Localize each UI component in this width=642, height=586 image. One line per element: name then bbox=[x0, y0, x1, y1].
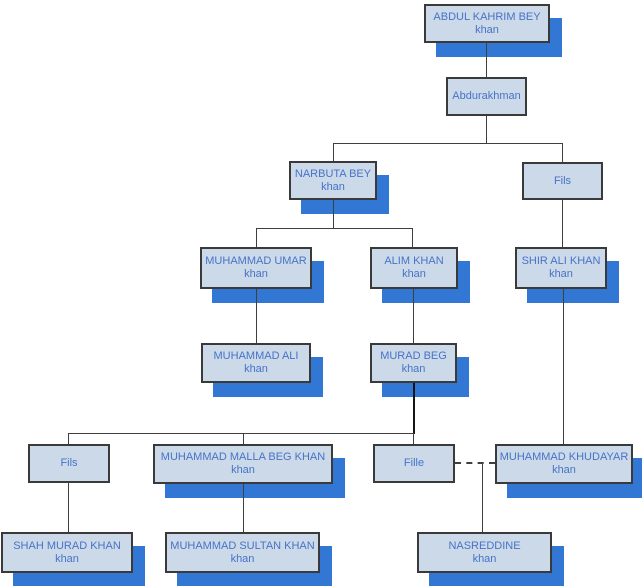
node-label: Abdurakhman bbox=[452, 90, 521, 102]
node-sublabel: khan bbox=[549, 268, 573, 280]
connector-murad-beg-stem bbox=[413, 383, 415, 434]
node-label: Fils bbox=[553, 174, 572, 187]
connector-abdul-to-abdurakhman bbox=[486, 43, 487, 77]
connector-malla-beg-to-sultan bbox=[243, 484, 244, 532]
connector-fils1-drop bbox=[562, 143, 563, 162]
node-sublabel: khan bbox=[472, 552, 497, 565]
node-label: NARBUTA BEY bbox=[294, 167, 372, 180]
node-label: SHAH MURAD KHAN bbox=[13, 539, 121, 552]
node-sublabel: khan bbox=[244, 268, 268, 280]
node-fils-1: Fils bbox=[522, 162, 603, 200]
node-fils-2: Fils bbox=[28, 444, 110, 483]
node-abdurakhman: Abdurakhman bbox=[446, 77, 527, 116]
connector-malla-beg-drop bbox=[243, 433, 244, 444]
node-sublabel: khan bbox=[552, 464, 576, 476]
node-sublabel: khan bbox=[231, 464, 255, 476]
node-sublabel: khan bbox=[244, 363, 268, 375]
node-sublabel: khan bbox=[401, 363, 426, 375]
node-label: Fils bbox=[60, 457, 78, 469]
node-label: MUHAMMAD UMAR bbox=[205, 255, 307, 267]
node-label: MUHAMMAD KHUDAYAR bbox=[499, 451, 629, 463]
connector-abdurakhman-stem bbox=[486, 116, 487, 143]
connector-shir-ali-to-khudayar bbox=[563, 289, 564, 444]
node-sublabel: khan bbox=[230, 552, 255, 565]
connector-fille-khudayar-marriage bbox=[455, 462, 495, 464]
node-label: SHIR ALI KHAN bbox=[521, 255, 601, 267]
node-label: MUHAMMAD SULTAN KHAN bbox=[170, 539, 315, 552]
connector-narbuta-stem bbox=[333, 200, 334, 228]
connector-umar-drop bbox=[256, 228, 257, 247]
connector-alim-drop bbox=[412, 228, 413, 247]
node-label: ALIM KHAN bbox=[384, 255, 444, 267]
connector-generation5-rail bbox=[68, 433, 413, 434]
node-label: MUHAMMAD ALI bbox=[213, 350, 299, 362]
node-sublabel: khan bbox=[321, 180, 345, 193]
node-label: MURAD BEG bbox=[380, 350, 447, 362]
node-label: ABDUL KAHRIM BEY bbox=[433, 10, 541, 23]
connector-alim-to-murad-beg bbox=[413, 289, 414, 343]
connector-marriage-to-nasreddine bbox=[482, 463, 483, 532]
connector-fils2-drop bbox=[68, 433, 69, 444]
connector-generation3-rail bbox=[256, 228, 412, 229]
node-fille: Fille bbox=[373, 444, 455, 483]
connector-fille-drop bbox=[413, 433, 414, 444]
node-sublabel: khan bbox=[402, 268, 426, 280]
connector-fils1-to-shir-ali bbox=[562, 200, 563, 247]
connector-fils2-to-shah-murad bbox=[68, 483, 69, 532]
node-label: Fille bbox=[403, 457, 425, 469]
connector-narbuta-drop bbox=[333, 143, 334, 161]
node-label: NASREDDINE bbox=[448, 539, 521, 552]
node-sublabel: khan bbox=[55, 552, 79, 565]
connector-umar-to-muhammad-ali bbox=[256, 289, 257, 343]
node-sublabel: khan bbox=[475, 23, 499, 36]
connector-generation2-rail bbox=[333, 143, 563, 144]
node-label: MUHAMMAD MALLA BEG KHAN bbox=[160, 451, 326, 463]
